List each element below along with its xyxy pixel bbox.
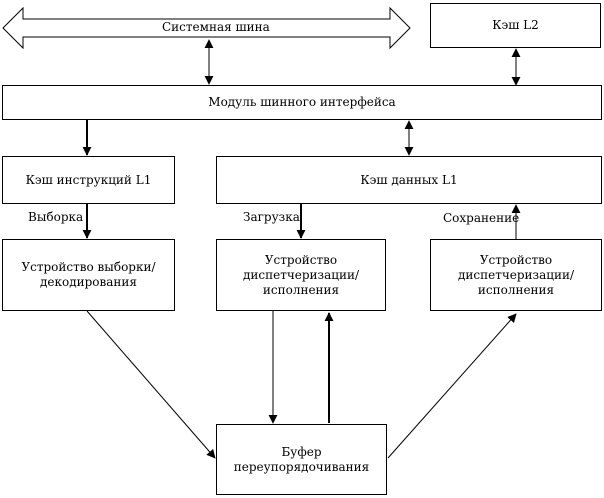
system-bus-arrow [2, 6, 411, 50]
fetch-label: Выборка [28, 210, 84, 224]
load-label: Загрузка [243, 210, 300, 224]
l1-data-cache-box: Кэш данных L1 [216, 156, 602, 204]
l1-instruction-cache-box: Кэш инструкций L1 [2, 156, 175, 204]
system-bus-label: Системная шина [162, 20, 270, 34]
l2-cache-box: Кэш L2 [430, 3, 601, 48]
dispatch-execute-unit-1-box: Устройство диспетчеризации/исполнения [216, 239, 386, 311]
reorder-buffer-box: Буфер переупорядочивания [216, 424, 387, 495]
store-label: Сохранение [443, 211, 520, 225]
arrow-rob-to-exec2 [387, 313, 517, 459]
fetch-decode-unit-box: Устройство выборки/ декодирования [2, 239, 175, 311]
bus-interface-box: Модуль шинного интерфейса [2, 85, 602, 120]
arrow-decode-to-rob [86, 310, 216, 459]
dispatch-execute-unit-2-box: Устройство диспетчеризации/исполнения [430, 239, 602, 311]
